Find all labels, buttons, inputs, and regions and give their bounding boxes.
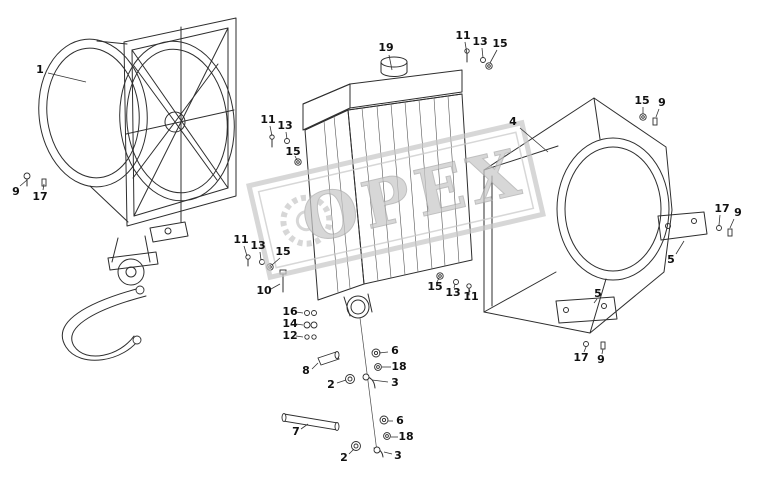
callout-label: 12 [282,329,297,342]
callout-leader [269,125,273,137]
callout-label: 15 [634,94,649,107]
callout-leader [453,283,456,289]
callout-leader [383,451,393,455]
callout-label: 7 [292,425,300,438]
callout-leader [300,423,309,430]
callout-label: 11 [463,290,478,303]
callout-label: 6 [391,344,399,357]
callout-label: 5 [667,253,675,266]
callout-label: 5 [594,287,602,300]
callout-leader [42,183,45,191]
callout-label: 2 [340,451,348,464]
callout-leader [259,251,262,261]
callout-label: 3 [394,449,402,462]
callout-label: 6 [396,414,404,427]
callout-leader [378,351,389,354]
callout-leader [655,108,660,118]
callout-leader [348,448,355,455]
callout-leader [294,155,298,161]
callout-label: 11 [260,113,275,126]
watermark-text: ОРЕХ [295,134,532,258]
callout-leader [47,72,87,83]
callout-label: 13 [445,286,460,299]
callout-label: 15 [285,145,300,158]
callout-leader [583,346,587,353]
callout-leader [464,41,468,55]
callout-leader [271,257,281,266]
callout-leader [311,362,319,370]
callout-label: 14 [282,317,298,330]
callout-leader [295,323,304,326]
fan-frame-assembly [38,17,237,286]
mounting-brackets [555,211,708,324]
callout-label: 13 [250,239,265,252]
callout-leader [729,218,735,229]
callout-label: 15 [492,37,507,50]
watermark-frame-inner [257,131,535,269]
callout-label: 9 [734,206,742,219]
callout-label: 18 [398,430,413,443]
callout-leader [468,287,471,293]
callout-leader [285,131,288,140]
callout-label: 13 [277,119,292,132]
hose-and-fittings [61,285,147,361]
callout-leader [336,379,347,384]
callout-leader [718,214,721,226]
callout-label: 17 [714,202,729,215]
callout-leader [601,348,604,355]
callout-label: 1 [36,63,44,76]
callout-leader [295,335,304,338]
callout-label: 9 [597,353,605,366]
watermark-gear-hub-icon [295,210,317,232]
callout-label: 17 [32,190,47,203]
callout-leader [388,54,393,71]
callout-leader [675,240,685,255]
callout-label: 3 [391,376,399,389]
callout-label: 17 [573,351,588,364]
callout-label: 9 [658,96,666,109]
callout-leader [270,283,281,290]
hardware-small-parts [23,48,733,458]
callout-label: 10 [256,284,272,297]
callout-label: 16 [282,305,298,318]
callout-leader [295,311,304,314]
callout-label: 18 [391,360,406,373]
callout-leader [489,49,498,64]
callout-leader [243,245,248,257]
callout-label: 15 [275,245,290,258]
callout-label: 9 [12,185,20,198]
callout-leader [481,47,484,59]
watermark-frame-outer [246,119,546,281]
callout-leader [436,277,440,283]
callout-leader [19,179,28,187]
callout-label: 11 [233,233,248,246]
callout-label: 19 [378,41,393,54]
callout-leader [593,298,598,304]
callout-leader [519,127,549,153]
callout-leader [371,379,389,383]
callout-label: 15 [427,280,442,293]
callout-label: 2 [327,378,335,391]
callout-label: 8 [302,364,310,377]
callout-label: 4 [509,115,517,128]
callout-label: 13 [472,35,487,48]
callout-label: 11 [455,29,470,42]
